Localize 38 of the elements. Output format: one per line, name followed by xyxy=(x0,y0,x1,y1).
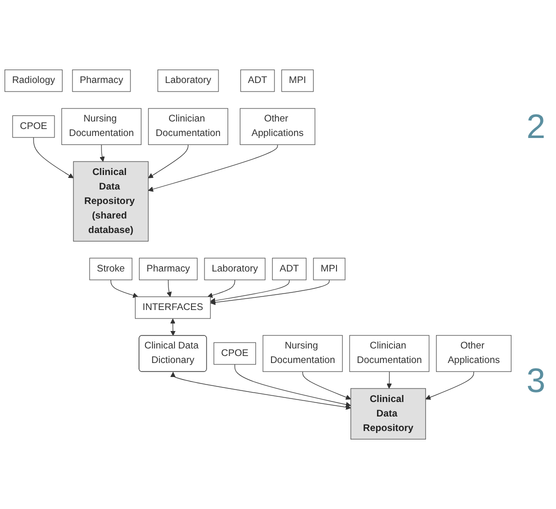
arrow xyxy=(33,137,74,178)
node-box: Clinician Documentation xyxy=(148,108,228,145)
arrow xyxy=(207,280,236,298)
arrow xyxy=(302,371,352,400)
node-box: Other Applications xyxy=(240,108,316,145)
arrow xyxy=(166,280,172,297)
arrow xyxy=(210,280,330,306)
arrow xyxy=(100,144,105,162)
node-box: Pharmacy xyxy=(72,70,131,92)
node-box: Clinical Data Repository (shared database) xyxy=(73,161,149,242)
node-box: Other Applications xyxy=(436,335,512,372)
node-box: Nursing Documentation xyxy=(61,108,142,145)
node-box: Radiology xyxy=(4,70,63,92)
node-box: Stroke xyxy=(89,258,132,280)
node-box: MPI xyxy=(313,258,346,280)
node-box: Clinician Documentation xyxy=(349,335,430,372)
node-box: INTERFACES xyxy=(134,296,211,319)
node-box: Laboratory xyxy=(204,258,266,280)
arrow xyxy=(425,371,474,400)
arrow xyxy=(110,280,138,298)
diagram-number: 3 xyxy=(526,362,546,402)
arrow xyxy=(148,144,278,192)
node-box: MPI xyxy=(281,70,314,92)
arrow xyxy=(170,318,176,336)
arrow xyxy=(170,372,352,410)
node-box: ADT xyxy=(272,258,306,280)
diagram-number: 2 xyxy=(526,108,546,147)
node-box: Pharmacy xyxy=(138,258,198,280)
node-box: ADT xyxy=(240,70,275,92)
node-box: Nursing Documentation xyxy=(262,335,343,372)
arrow xyxy=(386,371,392,389)
arrow xyxy=(148,144,188,178)
node-box: Laboratory xyxy=(158,70,219,92)
arrow xyxy=(210,280,290,304)
node-box: Clinical Data Repository xyxy=(350,388,426,440)
node-box: CPOE xyxy=(214,342,256,365)
node-box: CPOE xyxy=(12,115,55,138)
arrow xyxy=(234,364,352,408)
